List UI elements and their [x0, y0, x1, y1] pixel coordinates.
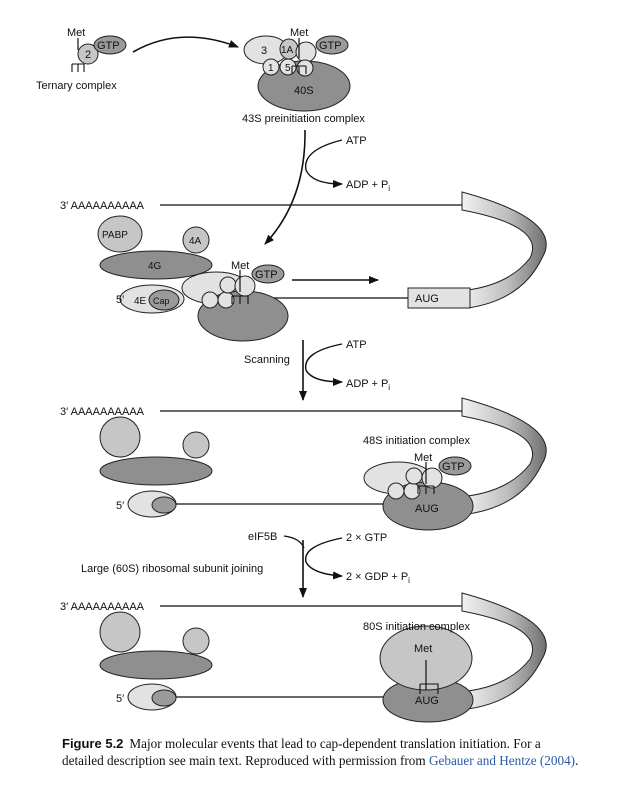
mrna-loop-2: 3′ AAAAAAAAAA — [60, 397, 547, 515]
eif3-label: 3 — [261, 45, 267, 57]
met-label: Met — [67, 27, 85, 39]
pabp-protein — [97, 215, 143, 253]
met-label-80s: Met — [414, 643, 432, 655]
caption-text: Major molecular events that lead to cap-… — [62, 736, 541, 768]
scanning-step: ATP ADP + Pi Scanning — [244, 339, 390, 401]
five-prime-label-2: 5′ — [116, 500, 124, 512]
atp-label-2: ATP — [346, 339, 367, 351]
eif4g-label: 4G — [148, 261, 162, 272]
met-label-43s: Met — [290, 27, 308, 39]
43s-complex-label: 43S preinitiation complex — [242, 113, 365, 125]
gtp-label: GTP — [97, 40, 120, 52]
met-label-scan: Met — [231, 260, 249, 272]
aug-label-3: AUG — [415, 695, 439, 707]
gtp-label-43s: GTP — [319, 40, 342, 52]
caption-reference-link[interactable]: Gebauer and Hentze (2004) — [428, 753, 576, 768]
gtp-label-scan: GTP — [255, 269, 278, 281]
arrow-to-43s — [132, 36, 239, 53]
eif4a-label: 4A — [189, 236, 202, 247]
scanning-43s-complex: Met GTP — [181, 260, 379, 342]
five-prime-label-3: 5′ — [116, 693, 124, 705]
initiation-complex-48s: Met GTP AUG 48S initiation complex — [363, 435, 474, 531]
mrna-loop-1: AUG 3′ AAAAAAAAAA — [60, 191, 547, 309]
initiation-complex-80s: Met AUG 80S initiation complex — [363, 621, 474, 723]
eif5b-label: eIF5B — [248, 531, 277, 543]
aug-label-2: AUG — [415, 503, 439, 515]
pabp-label: PABP — [102, 230, 128, 241]
atp-label-1: ATP — [346, 135, 367, 147]
caption-end: . — [575, 753, 579, 768]
five-prime-label-1: 5′ — [116, 294, 124, 306]
eif5-label: 5 — [285, 63, 291, 74]
arrow-recruit-43s — [264, 129, 306, 245]
adp-label-2: ADP + Pi — [346, 378, 390, 392]
gdp2x-label: 2 × GDP + Pi — [346, 571, 410, 585]
subunit-joining-label: Large (60S) ribosomal subunit joining — [81, 563, 263, 575]
eif2-label: 2 — [85, 49, 91, 61]
eif4f-complex-2: 5′ — [99, 416, 213, 518]
preinitiation-complex-43s: 3 40S 1A 1 5 Met GTP 43S preinitiation c… — [242, 27, 365, 125]
eif4g-protein — [99, 250, 213, 280]
gtp-label-48s: GTP — [442, 461, 465, 473]
eif1a-label: 1A — [281, 45, 294, 56]
gtp-marker-43s — [315, 35, 349, 55]
figure-number: Figure 5.2 — [62, 736, 124, 751]
gtp-marker — [93, 35, 127, 55]
scanning-label: Scanning — [244, 354, 290, 366]
48s-complex-label: 48S initiation complex — [363, 435, 471, 447]
80s-complex-label: 80S initiation complex — [363, 621, 471, 633]
eif1-label: 1 — [268, 63, 274, 74]
mrna-loop-3: 3′ AAAAAAAAAA — [60, 592, 547, 710]
polya-tail-label-3: 3′ AAAAAAAAAA — [60, 601, 145, 613]
gtp-marker-scan — [251, 264, 285, 284]
eif4a-protein — [182, 226, 210, 254]
ternary-complex: 2 GTP Met Ternary complex — [36, 27, 127, 92]
eif1-subunit — [262, 58, 280, 76]
adp-label-1: ADP + Pi — [346, 179, 390, 193]
subunit-joining-step: eIF5B 2 × GTP 2 × GDP + Pi Large (60S) r… — [81, 531, 410, 598]
polya-tail-label-2: 3′ AAAAAAAAAA — [60, 406, 145, 418]
cap-label: Cap — [153, 296, 170, 306]
gtp2x-label: 2 × GTP — [346, 532, 387, 544]
eif4e-label: 4E — [134, 296, 147, 307]
aug-label-1: AUG — [415, 293, 439, 305]
translation-initiation-diagram: 2 GTP Met Ternary complex 3 40S 1A 1 5 M… — [36, 27, 547, 723]
40s-label: 40S — [294, 85, 314, 97]
eif2-subunit — [77, 43, 99, 65]
ternary-complex-label: Ternary complex — [36, 80, 117, 92]
cap-binding-complex: PABP 4A 4G 4E Cap 5′ — [97, 215, 213, 314]
atp-hydrolysis-1: ATP ADP + Pi — [304, 135, 390, 193]
polya-tail-label-1: 3′ AAAAAAAAAA — [60, 200, 145, 212]
cap-structure — [148, 289, 180, 311]
eif4f-complex-3: 5′ — [99, 611, 213, 711]
met-label-48s: Met — [414, 452, 432, 464]
